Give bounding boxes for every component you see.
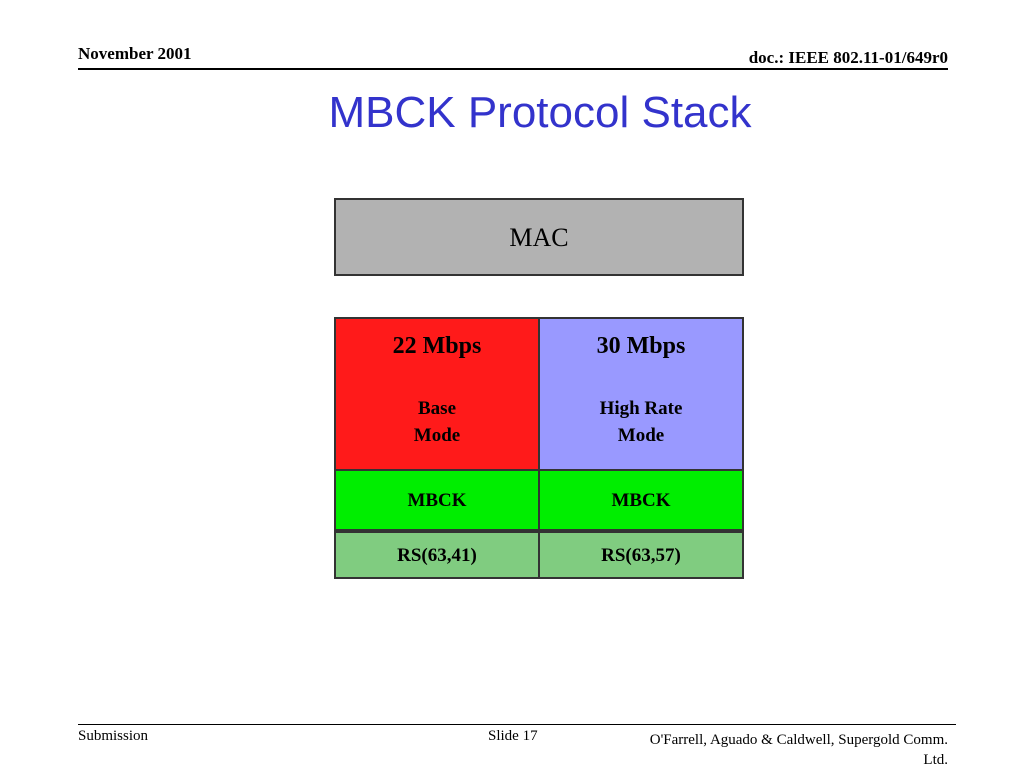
high-rate-mode-name: High Rate Mode — [540, 395, 742, 449]
base-mode-rate: 22 Mbps — [392, 333, 482, 359]
footer-authors-line1: O'Farrell, Aguado & Caldwell, Supergold … — [649, 732, 948, 748]
base-mbck-box: MBCK — [334, 469, 540, 531]
footer-submission: Submission — [78, 728, 149, 744]
footer-authors-line2: Ltd. — [923, 752, 948, 768]
slide-title: MBCK Protocol Stack — [328, 88, 752, 137]
mac-layer-box: MAC — [334, 198, 744, 276]
base-rs-code-box: RS(63,41) — [334, 531, 540, 579]
high-rate-rs-code-box: RS(63,57) — [538, 531, 744, 579]
high-rate-mode-box: 30 Mbps High Rate Mode — [538, 317, 744, 471]
base-mode-box: 22 Mbps Base Mode — [334, 317, 540, 471]
base-mode-name-line2: Mode — [413, 425, 461, 446]
footer-divider — [78, 724, 956, 725]
base-mode-name-line1: Base — [418, 398, 456, 419]
high-rate-mode-name-line1: High Rate — [599, 398, 683, 419]
header-divider — [78, 68, 948, 70]
high-rate-mbck-box: MBCK — [538, 469, 744, 531]
header-date: November 2001 — [78, 44, 192, 63]
high-rate-mode-rate: 30 Mbps — [596, 333, 686, 359]
footer-slide-number: Slide 17 — [488, 728, 538, 744]
high-rate-mode-name-line2: Mode — [617, 425, 665, 446]
header-doc-id: doc.: IEEE 802.11-01/649r0 — [748, 48, 948, 67]
base-mode-name: Base Mode — [336, 395, 538, 449]
footer-authors: O'Farrell, Aguado & Caldwell, Supergold … — [588, 730, 948, 770]
